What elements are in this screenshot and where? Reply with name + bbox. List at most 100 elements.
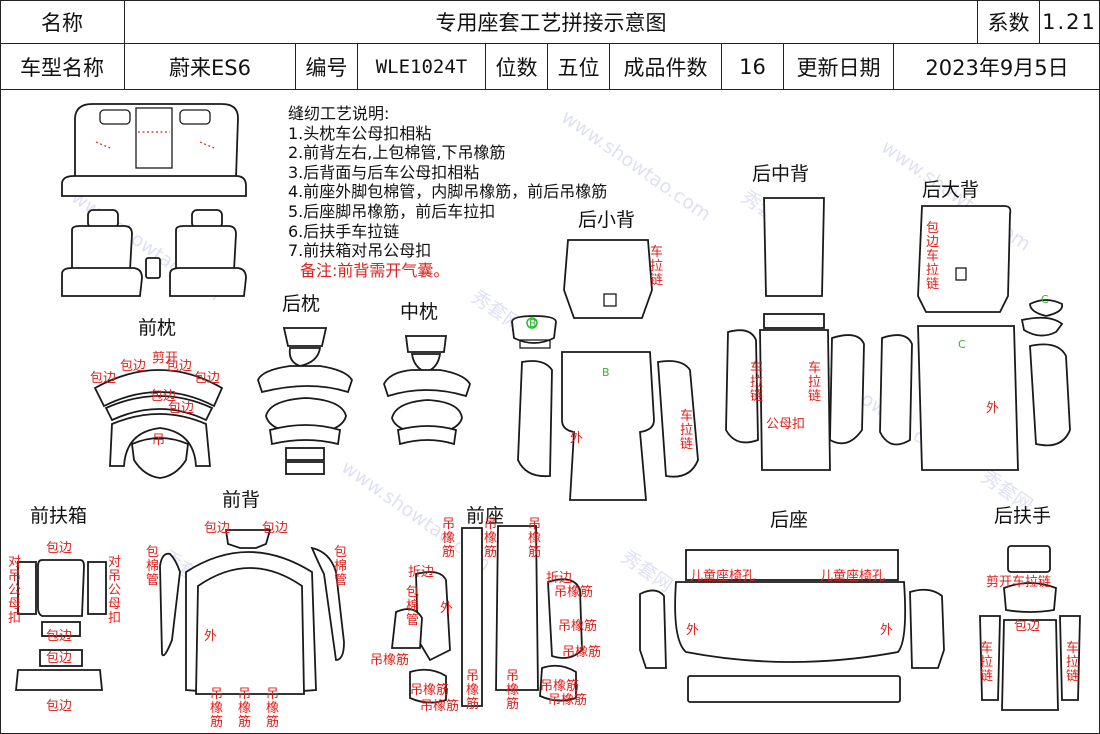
note-item: 2.前背左右,上包棉管,下吊橡筋 — [288, 143, 506, 163]
pieces-label: 成品件数 — [610, 44, 722, 90]
front-back-side-right — [310, 546, 345, 661]
armbox-side-right — [87, 561, 107, 615]
middle-headrest-wing — [383, 369, 471, 398]
rear-small-back-side-left — [517, 360, 553, 478]
rear-headrest-left — [99, 109, 131, 125]
label-rubber: 吊橡筋 — [540, 678, 579, 694]
rear-seat-cushion — [674, 581, 907, 663]
rear-bench-back — [74, 103, 239, 179]
label-child-seat-hole: 儿童座椅孔 — [820, 568, 885, 584]
front-seat-cushion — [495, 525, 539, 691]
rear-small-back-upper — [563, 239, 653, 319]
label-cut-zipper: 剪开车拉链 — [986, 574, 1051, 590]
note-item: 5.后座脚吊橡筋，前后车拉扣 — [288, 201, 496, 221]
label-edge-tube: 包棉管 — [406, 585, 419, 628]
rear-headrest-pieces — [257, 327, 353, 475]
rear-bench-center — [135, 107, 173, 169]
armrest-cap — [1003, 582, 1057, 613]
label-edge: 包边 — [150, 389, 176, 404]
rear-middle-back-lower — [759, 329, 831, 471]
rear-small-back-lower — [561, 351, 655, 501]
label-rubber: 吊橡筋 — [238, 687, 251, 730]
section-rear-middle-back: 后中背 — [752, 163, 809, 185]
seat-overview — [61, 103, 247, 297]
label-outer: 外 — [440, 601, 453, 616]
section-front-back: 前背 — [222, 489, 260, 511]
section-rear-large-back: 后大背 — [922, 179, 979, 201]
seats-label: 位数 — [486, 44, 548, 90]
armrest-main — [1001, 619, 1059, 711]
label-rubber: 吊橡筋 — [210, 687, 223, 730]
watermark-brand: 秀套网 — [617, 546, 676, 597]
rear-seat-side-right — [909, 588, 945, 669]
rear-seat-back-strip — [685, 549, 899, 581]
label-fold-edge: 折边 — [546, 571, 572, 586]
middle-headrest-top — [404, 335, 448, 353]
rear-headrest-neck — [288, 347, 322, 367]
front-seat-side-left — [415, 571, 451, 662]
notes-remark: 备注:前背需开气囊。 — [300, 260, 450, 280]
rear-seat-pieces: 儿童座椅孔 儿童座椅孔 外 外 — [639, 549, 945, 703]
notes-title: 缝纫工艺说明: — [288, 104, 390, 123]
label-pair-snap: 对吊公母扣 — [8, 555, 21, 626]
label-child-seat-hole: 儿童座椅孔 — [690, 568, 755, 584]
front-headrest-top-strip — [93, 369, 224, 408]
rear-middle-back-side-left — [725, 329, 759, 444]
label-edge: 包边 — [194, 371, 220, 386]
front-back-pieces: 包边 包边 包棉管 包棉管 外 吊橡筋 吊橡筋 吊橡筋 — [146, 521, 347, 730]
label-rubber: 吊橡筋 — [506, 669, 519, 712]
section-rear-seat: 后座 — [770, 509, 808, 531]
note-item: 6.后扶手车拉链 — [288, 221, 400, 241]
armbox-strip — [41, 621, 81, 637]
code-label: 编号 — [296, 44, 358, 90]
armrest-side-left — [979, 615, 1001, 701]
rear-middle-back-side-right — [829, 334, 865, 445]
rear-large-back-hole — [955, 267, 967, 281]
rear-large-back-tab — [1020, 316, 1064, 337]
section-front-seat: 前座 — [466, 505, 504, 527]
rear-small-back-hole — [603, 293, 617, 307]
label-edge: 包边 — [262, 521, 288, 536]
armrest-top — [1007, 545, 1051, 573]
rear-small-back-tab — [511, 315, 557, 344]
date-value: 2023年9月5日 — [894, 44, 1100, 90]
model-label: 车型名称 — [0, 44, 125, 90]
front-back-side-left — [159, 552, 181, 657]
front-seat-right-cushion — [169, 267, 247, 297]
label-edge-tube: 包棉管 — [334, 545, 347, 588]
rear-middle-back-strip — [763, 313, 825, 329]
label-zipper: 车拉链 — [808, 360, 821, 404]
rear-armrest-pieces: 剪开车拉链 包边 车拉链 车拉链 — [979, 545, 1081, 711]
label-edge: 包边 — [46, 699, 72, 714]
label-edge-zipper: 包边车拉链 — [926, 221, 939, 292]
label-edge: 包边 — [46, 541, 72, 556]
front-armbox-pieces: 包边 包边 包边 包边 对吊公母扣 对吊公母扣 — [8, 541, 121, 714]
note-item: 7.前扶箱对吊公母扣 — [288, 241, 432, 261]
label-cut: 剪开 — [152, 350, 178, 366]
rear-headrest-band — [268, 424, 342, 446]
sewing-notes: 缝纫工艺说明: 1.头枕车公母扣相粘 2.前背左右,上包棉管,下吊橡筋 3.后背… — [288, 104, 607, 280]
label-rubber: 吊橡筋 — [266, 687, 279, 730]
label-edge: 包边 — [90, 371, 116, 386]
seats-value: 五位 — [548, 44, 610, 90]
section-rear-headrest: 后枕 — [282, 293, 320, 315]
rear-large-back-pieces: 包边车拉链 外 C C — [879, 205, 1071, 471]
date-label: 更新日期 — [784, 44, 894, 90]
rear-small-back-tab-strip — [519, 339, 551, 349]
front-headrest-outer-band — [109, 413, 211, 467]
label-edge: 包边 — [120, 359, 146, 374]
label-green-b: B — [529, 317, 537, 330]
label-rubber: 吊橡筋 — [558, 618, 597, 634]
rear-middle-back-upper — [763, 197, 825, 297]
label-zipper: 车拉链 — [750, 360, 763, 404]
rear-large-back-side-left — [879, 334, 913, 446]
armbox-side-left — [17, 561, 37, 615]
label-fold-edge: 折边 — [408, 565, 434, 580]
middle-headrest-band — [396, 425, 458, 446]
label-pair-snap: 对吊公母扣 — [108, 555, 121, 626]
label-edge: 包边 — [1014, 619, 1040, 634]
label-edge: 包边 — [204, 521, 230, 536]
label-edge: 包边 — [46, 651, 72, 666]
rear-seat-front-strip — [687, 675, 901, 703]
